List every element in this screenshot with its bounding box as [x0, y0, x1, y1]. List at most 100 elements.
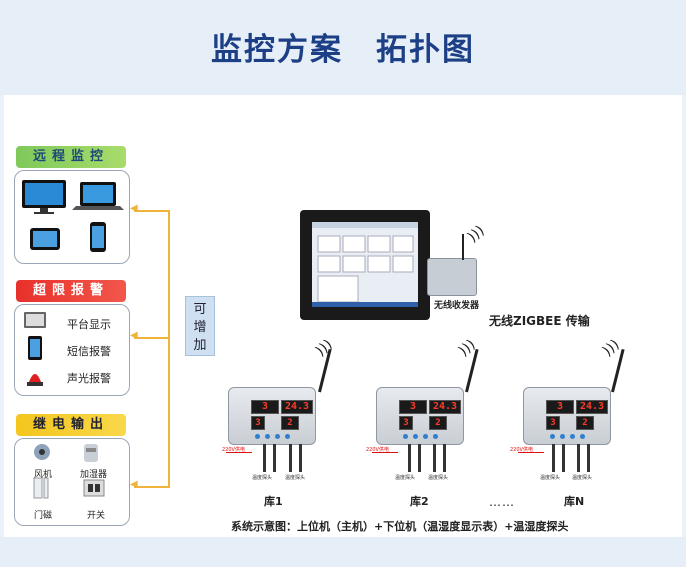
expandable-box: 可 增 加	[185, 296, 215, 356]
probe-label: 温度探头	[252, 475, 273, 481]
relay-icons	[33, 444, 105, 499]
monitor-screen	[312, 222, 418, 307]
device-button	[285, 434, 290, 439]
probe-cable	[562, 444, 565, 472]
probe-label: 温度探头	[540, 475, 561, 481]
page-title: 监控方案 拓扑图	[211, 32, 475, 68]
alarm-item-platform: 平台显示	[67, 318, 111, 331]
device-hum-display: 2	[576, 416, 594, 430]
device-button	[275, 434, 280, 439]
ellipsis: ……	[489, 495, 515, 509]
device-button	[265, 434, 270, 439]
arrow-left-icon: ◀	[130, 203, 138, 214]
connector-vertical	[168, 210, 170, 488]
device-n: 3 24.3 3 2	[523, 387, 611, 445]
power-wire	[226, 452, 252, 453]
tablet-icon	[30, 228, 60, 250]
device-hum-display: 2	[429, 416, 447, 430]
probe-cable	[299, 444, 302, 472]
arrow-left-icon: ◀	[130, 479, 138, 490]
alarm-item-sound-light: 声光报警	[67, 372, 111, 385]
device-reading-display: 24.3	[576, 400, 608, 414]
probe-cable	[273, 444, 276, 472]
store-label: 库N	[564, 495, 585, 508]
header-band	[0, 0, 686, 95]
door-sensor-icon	[33, 477, 49, 499]
sms-phone-icon	[28, 336, 42, 360]
relay-box	[14, 438, 130, 526]
power-label: 220V供电	[222, 447, 245, 453]
alarm-item-sms: 短信报警	[67, 345, 111, 358]
expand-char-3: 加	[193, 338, 207, 353]
relay-item-humidifier: 加湿器	[80, 470, 108, 480]
store-label: 库2	[410, 495, 429, 508]
probe-cable	[552, 444, 555, 472]
zigbee-label: 无线ZIGBEE 传输	[489, 314, 590, 328]
probe-label: 温度探头	[395, 475, 416, 481]
desktop-icon	[22, 180, 66, 214]
relay-item-switch: 开关	[87, 511, 106, 521]
relay-item-fan: 风机	[34, 470, 53, 480]
footer-band	[0, 537, 686, 567]
platform-display-icon	[24, 312, 46, 328]
probe-label: 温度探头	[572, 475, 593, 481]
device-channel-display: 3	[399, 416, 413, 430]
connector-to-alarm	[134, 337, 170, 339]
switch-icon	[83, 479, 105, 497]
humidifier-icon	[84, 444, 98, 462]
monitor-ui-graphic	[312, 222, 418, 307]
device-button	[580, 434, 585, 439]
alarm-heading: 超限报警	[16, 280, 126, 302]
store-label: 库1	[264, 495, 283, 508]
device-button	[560, 434, 565, 439]
arrow-left-icon: ◀	[130, 330, 138, 341]
device-temp-display: 3	[546, 400, 574, 414]
device-button	[413, 434, 418, 439]
probe-cable	[587, 444, 590, 472]
device-button	[433, 434, 438, 439]
probe-cable	[443, 444, 446, 472]
device-2: 3 24.3 3 2	[376, 387, 464, 445]
probe-cable	[577, 444, 580, 472]
probe-cable	[263, 444, 266, 472]
probe-cable	[418, 444, 421, 472]
device-button	[423, 434, 428, 439]
probe-cable	[408, 444, 411, 472]
diagram-caption: 系统示意图：上位机（主机）+下位机（温湿度显示表）+温湿度探头	[231, 520, 569, 533]
device-hum-display: 2	[281, 416, 299, 430]
device-button	[550, 434, 555, 439]
device-channel-display: 3	[251, 416, 265, 430]
probe-cable	[433, 444, 436, 472]
transceiver-antenna	[462, 234, 464, 260]
probe-label: 温度探头	[285, 475, 306, 481]
power-wire	[372, 452, 398, 453]
alarm-icons	[24, 312, 46, 386]
device-button	[403, 434, 408, 439]
connector-to-relay	[134, 486, 170, 488]
power-label: 220V供电	[510, 447, 533, 453]
expand-char-2: 增	[193, 320, 207, 335]
device-1: 3 24.3 3 2	[228, 387, 316, 445]
power-label: 220V供电	[366, 447, 389, 453]
remote-devices-graphic	[22, 180, 124, 252]
power-wire	[518, 452, 544, 453]
relay-item-door: 门磁	[34, 511, 53, 521]
device-reading-display: 24.3	[429, 400, 461, 414]
fan-icon	[34, 444, 50, 460]
wireless-transceiver	[427, 258, 477, 296]
device-button	[570, 434, 575, 439]
device-temp-display: 3	[251, 400, 279, 414]
siren-icon	[27, 374, 43, 386]
host-monitor	[300, 210, 430, 320]
transceiver-label: 无线收发器	[434, 301, 480, 311]
probe-label: 温度探头	[428, 475, 449, 481]
device-reading-display: 24.3	[281, 400, 313, 414]
probe-cable	[289, 444, 292, 472]
phone-icon	[90, 222, 106, 252]
connector-to-remote	[134, 210, 170, 212]
remote-heading: 远程监控	[16, 146, 126, 168]
device-temp-display: 3	[399, 400, 427, 414]
expand-char-1: 可	[193, 302, 207, 317]
device-channel-display: 3	[546, 416, 560, 430]
relay-heading: 继电输出	[16, 414, 126, 436]
